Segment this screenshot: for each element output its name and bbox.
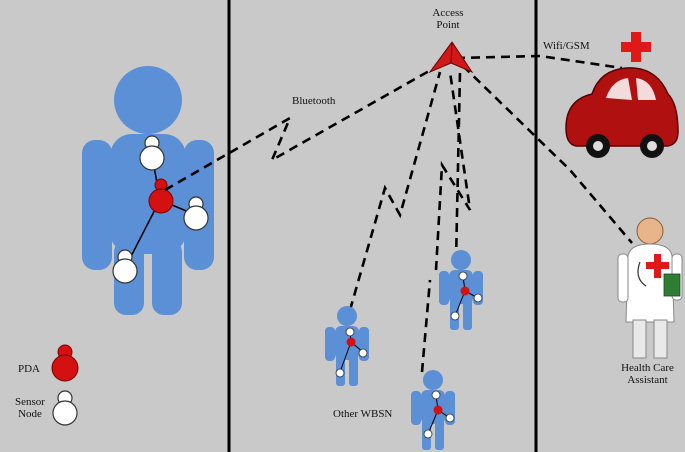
health-care-assistant-label: Health Care Assistant (610, 362, 685, 386)
sensor-node (346, 328, 354, 336)
legend-pda-label: PDA (18, 363, 40, 375)
sensor-node (446, 414, 454, 422)
health-care-assistant-line1: Health Care (610, 362, 685, 374)
wifi-gsm-label: Wifi/GSM (543, 40, 590, 52)
sensor-node (336, 369, 344, 377)
health-care-assistant-line2: Assistant (610, 374, 685, 386)
sensor-node (459, 272, 467, 280)
sensor-node (474, 294, 482, 302)
pda-node (434, 406, 443, 415)
other-wbsn-label: Other WBSN (333, 408, 392, 420)
access-point-label-line1: Access (418, 7, 478, 19)
legend-sensor-label-line2: Node (10, 408, 50, 420)
legend-sensor-label: Sensor Node (10, 396, 50, 420)
access-point-label-line2: Point (418, 19, 478, 31)
legend-sensor-label-line1: Sensor (10, 396, 50, 408)
pda-node (461, 287, 470, 296)
sensor-node (432, 391, 440, 399)
bluetooth-label: Bluetooth (292, 95, 335, 107)
sensor-node (424, 430, 432, 438)
sensor-node (359, 349, 367, 357)
access-point-label: Access Point (418, 7, 478, 31)
sensor-node (451, 312, 459, 320)
pda-node (347, 338, 356, 347)
